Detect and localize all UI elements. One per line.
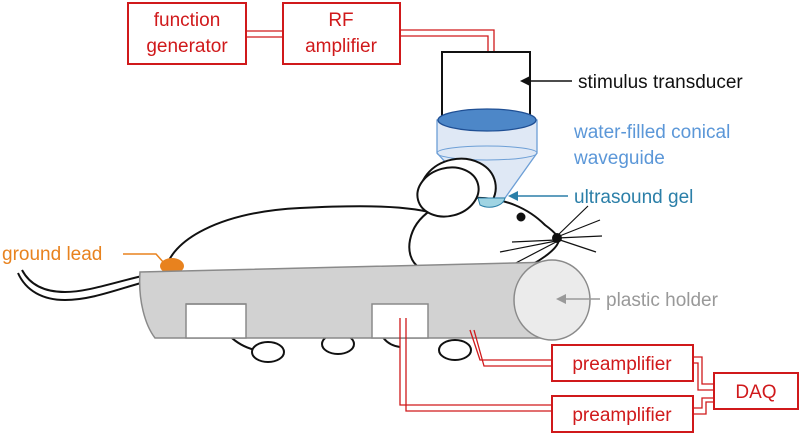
function-generator-label-line2: generator [146, 36, 228, 57]
plastic-holder-callout: plastic holder [556, 290, 719, 311]
preamplifier-bottom-box: preamplifier [551, 395, 694, 433]
mouse [17, 157, 603, 363]
waveguide-label-line2: waveguide [573, 148, 665, 169]
ground-lead-callout: ground lead [2, 244, 165, 265]
preamplifier-top-label: preamplifier [572, 354, 672, 375]
plastic-holder-label: plastic holder [606, 290, 719, 311]
daq-box: DAQ [713, 372, 799, 410]
daq-label: DAQ [735, 382, 776, 403]
waveguide-water-surface [437, 108, 537, 132]
preamplifier-bottom-label: preamplifier [572, 405, 672, 426]
waveguide-callout: water-filled conical waveguide [573, 122, 730, 169]
ultrasound-gel-callout: ultrasound gel [508, 187, 693, 208]
rf-amplifier-label-line1: RF [328, 10, 353, 31]
preamplifier-top-box: preamplifier [551, 344, 694, 382]
stimulus-transducer-label: stimulus transducer [578, 72, 743, 93]
stimulus-transducer [441, 51, 531, 120]
function-generator-label-line1: function [154, 10, 221, 31]
waveguide-label-line1: water-filled conical [573, 122, 730, 143]
ultrasound-gel-label: ultrasound gel [574, 187, 693, 208]
stimulus-transducer-callout: stimulus transducer [520, 72, 743, 93]
ground-lead-label: ground lead [2, 244, 102, 265]
ultrasound-gel [477, 197, 506, 208]
rf-amplifier-box: RF amplifier [282, 2, 401, 65]
rf-amplifier-label-line2: amplifier [305, 36, 377, 57]
ground-lead-electrode [160, 258, 184, 274]
rf-cables [246, 29, 495, 52]
recording-cables [399, 318, 714, 415]
function-generator-box: function generator [127, 2, 247, 65]
plastic-holder [138, 259, 591, 341]
